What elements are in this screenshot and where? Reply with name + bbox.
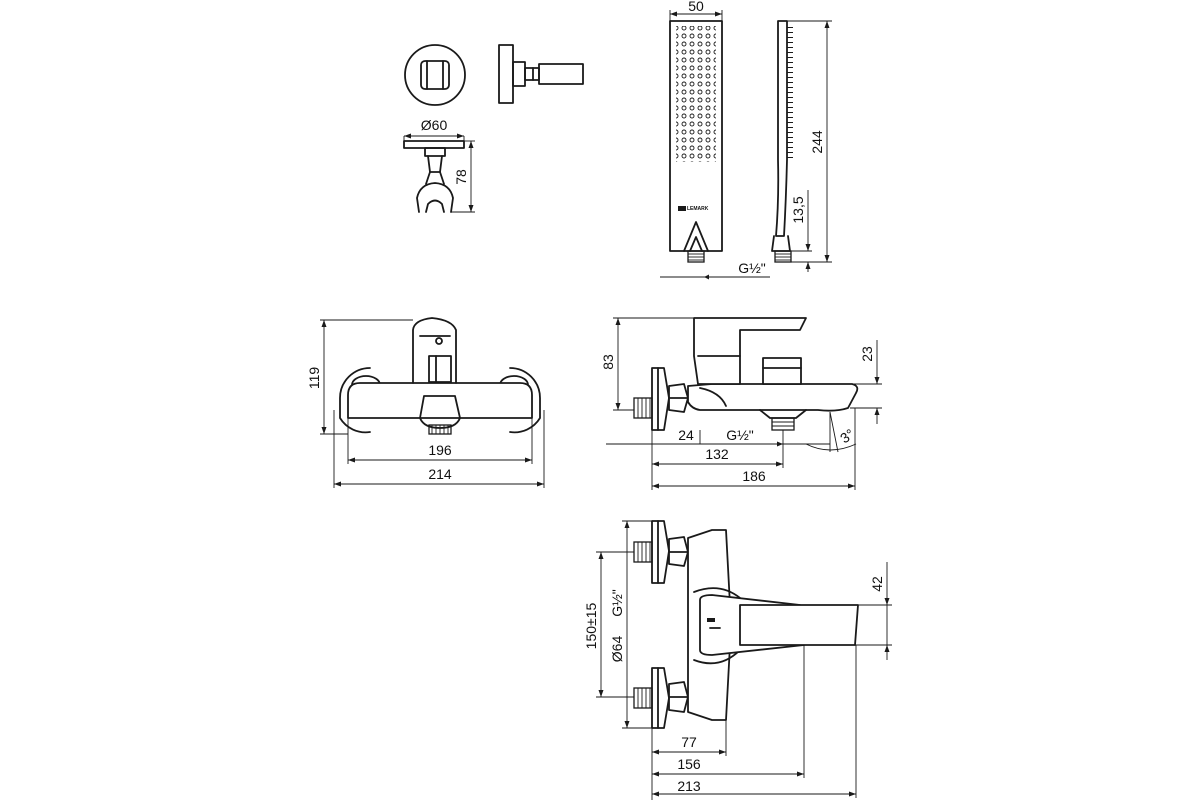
- dim-side-total-depth: 186: [742, 468, 766, 484]
- dim-top-flange-diameter: Ø64: [609, 636, 625, 663]
- dim-front-height: 119: [306, 367, 322, 390]
- holder-front-view: [404, 44, 466, 106]
- mixer-top-view: [596, 520, 892, 800]
- dim-side-angle: 3°: [837, 426, 857, 447]
- dim-top-spout-width: 42: [869, 576, 885, 592]
- dim-front-total-width: 214: [428, 466, 452, 482]
- dim-top-body-depth: 77: [681, 734, 697, 750]
- holder-side-view: [498, 44, 584, 104]
- mixer-front-view: [320, 317, 545, 488]
- dim-top-thread: G½": [609, 589, 625, 617]
- dim-top-handle-depth: 156: [677, 756, 701, 772]
- dim-front-inner-width: 196: [428, 442, 452, 458]
- dim-holder-diameter: Ø60: [421, 117, 448, 133]
- dim-handshower-length: 244: [809, 130, 825, 154]
- dim-handshower-thickness: 13,5: [790, 196, 806, 223]
- dim-holder-height: 78: [453, 169, 469, 185]
- dim-side-outlet-distance: 132: [705, 446, 729, 462]
- handshower-side-view: [771, 20, 832, 272]
- holder-section-view: [403, 133, 475, 213]
- dim-side-wall-offset: 24: [678, 427, 694, 443]
- dim-side-spout-height: 23: [859, 346, 875, 362]
- mixer-side-view: [606, 317, 882, 490]
- dim-top-center-distance: 150±15: [583, 602, 599, 649]
- dim-handshower-width: 50: [688, 0, 704, 14]
- dim-side-outlet-thread: G½": [726, 427, 754, 443]
- brand-logo: LEMARK: [687, 206, 709, 212]
- handshower-front-view: [660, 10, 770, 280]
- dim-top-total-depth: 213: [677, 778, 701, 794]
- dim-handshower-thread: G½": [738, 260, 766, 276]
- dim-side-height: 83: [600, 354, 616, 370]
